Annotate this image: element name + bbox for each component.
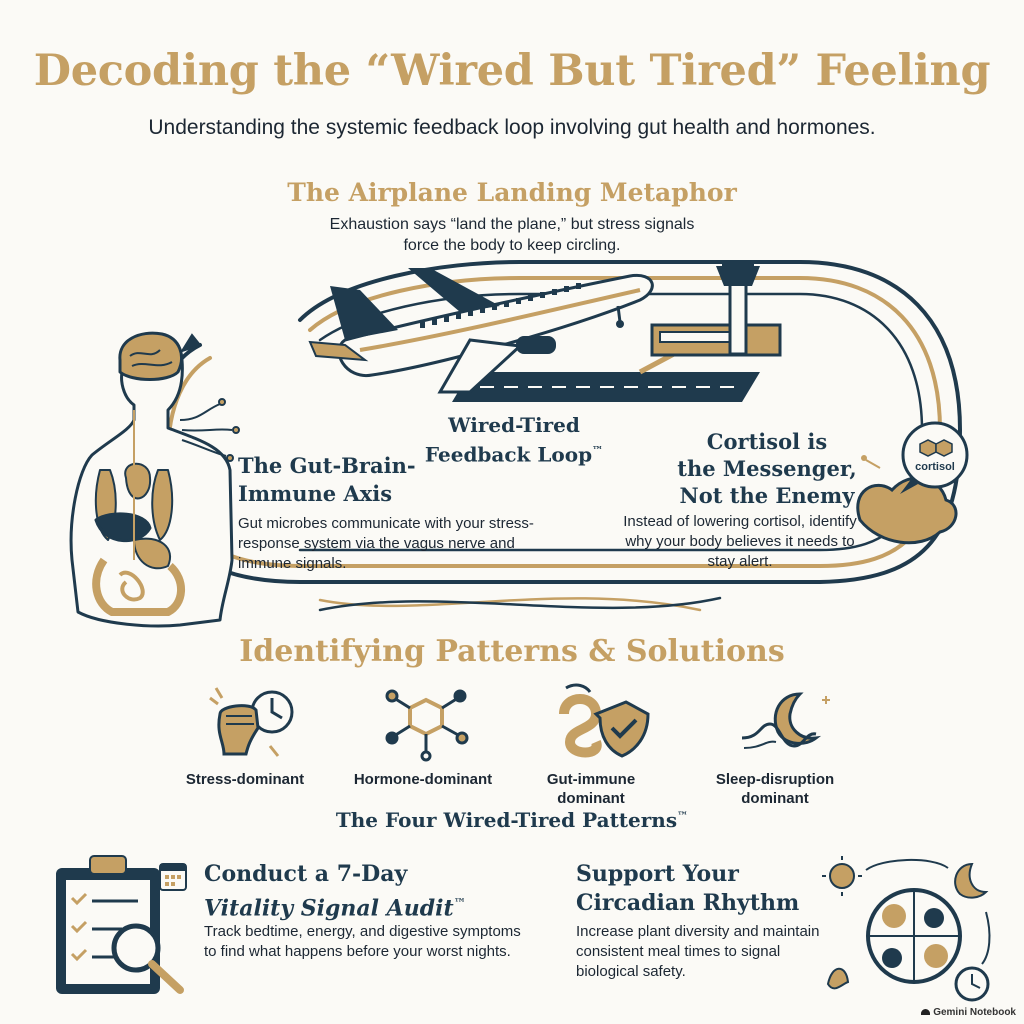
cortisol-bubble xyxy=(861,421,969,494)
feedback-loop-label: Wired-Tired Feedback Loop™ xyxy=(404,412,624,468)
adrenal-gland-graphic xyxy=(856,476,958,545)
cortisol-title-line2: the Messenger, xyxy=(677,456,857,481)
audit-title-line1: Conduct a 7-Day xyxy=(204,861,408,887)
control-tower-graphic xyxy=(650,260,782,357)
four-patterns-label: The Four Wired-Tired Patterns™ xyxy=(335,808,689,832)
cortisol-title-line1: Cortisol is xyxy=(706,429,828,454)
clipboard-magnifier-icon xyxy=(56,855,187,994)
circadian-plate-icon xyxy=(822,856,991,1002)
pattern-label-hormone: Hormone-dominant xyxy=(353,771,493,788)
cortisol-bubble-label: cortisol xyxy=(915,461,955,473)
cortisol-description: Instead of lowering cortisol, identify w… xyxy=(623,513,857,570)
pattern-label-stress: Stress-dominant xyxy=(185,771,305,788)
nerve-signal-graphic xyxy=(179,398,240,462)
cortisol-title-line3: Not the Enemy xyxy=(679,483,855,508)
human-anatomy-graphic xyxy=(69,331,234,628)
airplane-graphic xyxy=(308,268,654,394)
audit-description: Track bedtime, energy, and digestive sym… xyxy=(204,923,521,960)
gut-brain-axis-title-line2: Immune Axis xyxy=(238,481,393,506)
circadian-title-line1: Support Your xyxy=(576,861,739,887)
gut-brain-axis-title-line1: The Gut-Brain- xyxy=(238,453,416,478)
moon-icon xyxy=(741,692,830,749)
feedback-loop-label-line1: Wired-Tired xyxy=(448,413,580,437)
circadian-description: Increase plant diversity and maintain co… xyxy=(576,923,820,980)
pattern-label-sleep: Sleep-disruption dominant xyxy=(715,771,835,807)
fist-clock-icon xyxy=(209,687,294,757)
feedback-loop-label-line2: Feedback Loop™ xyxy=(424,442,604,467)
metaphor-description: Exhaustion says “land the plane,” but st… xyxy=(329,216,695,254)
page-title: Decoding the “Wired But Tired” Feeling xyxy=(33,46,991,96)
pattern-label-gut-immune: Gut-immune dominant xyxy=(546,771,636,807)
circadian-title-line2: Circadian Rhythm xyxy=(576,890,800,916)
watermark: Gemini Notebook xyxy=(921,1007,1016,1018)
gemini-logo-icon xyxy=(921,1009,931,1015)
gut-brain-axis-title: The Gut-Brain- Immune Axis xyxy=(238,452,468,508)
audit-title-line2: Vitality Signal Audit™ xyxy=(204,895,466,922)
audit-title: Conduct a 7-Day Vitality Signal Audit™ xyxy=(204,860,534,923)
molecule-icon xyxy=(385,689,469,762)
gut-shield-icon xyxy=(559,683,650,758)
patterns-section-title: Identifying Patterns & Solutions xyxy=(239,634,785,669)
gut-brain-axis-description: Gut microbes communicate with your stres… xyxy=(238,515,534,572)
metaphor-title: The Airplane Landing Metaphor xyxy=(287,178,737,207)
page-subtitle: Understanding the systemic feedback loop… xyxy=(148,116,876,139)
circadian-title: Support Your Circadian Rhythm xyxy=(576,860,816,918)
cortisol-title: Cortisol is the Messenger, Not the Enemy xyxy=(662,428,872,509)
